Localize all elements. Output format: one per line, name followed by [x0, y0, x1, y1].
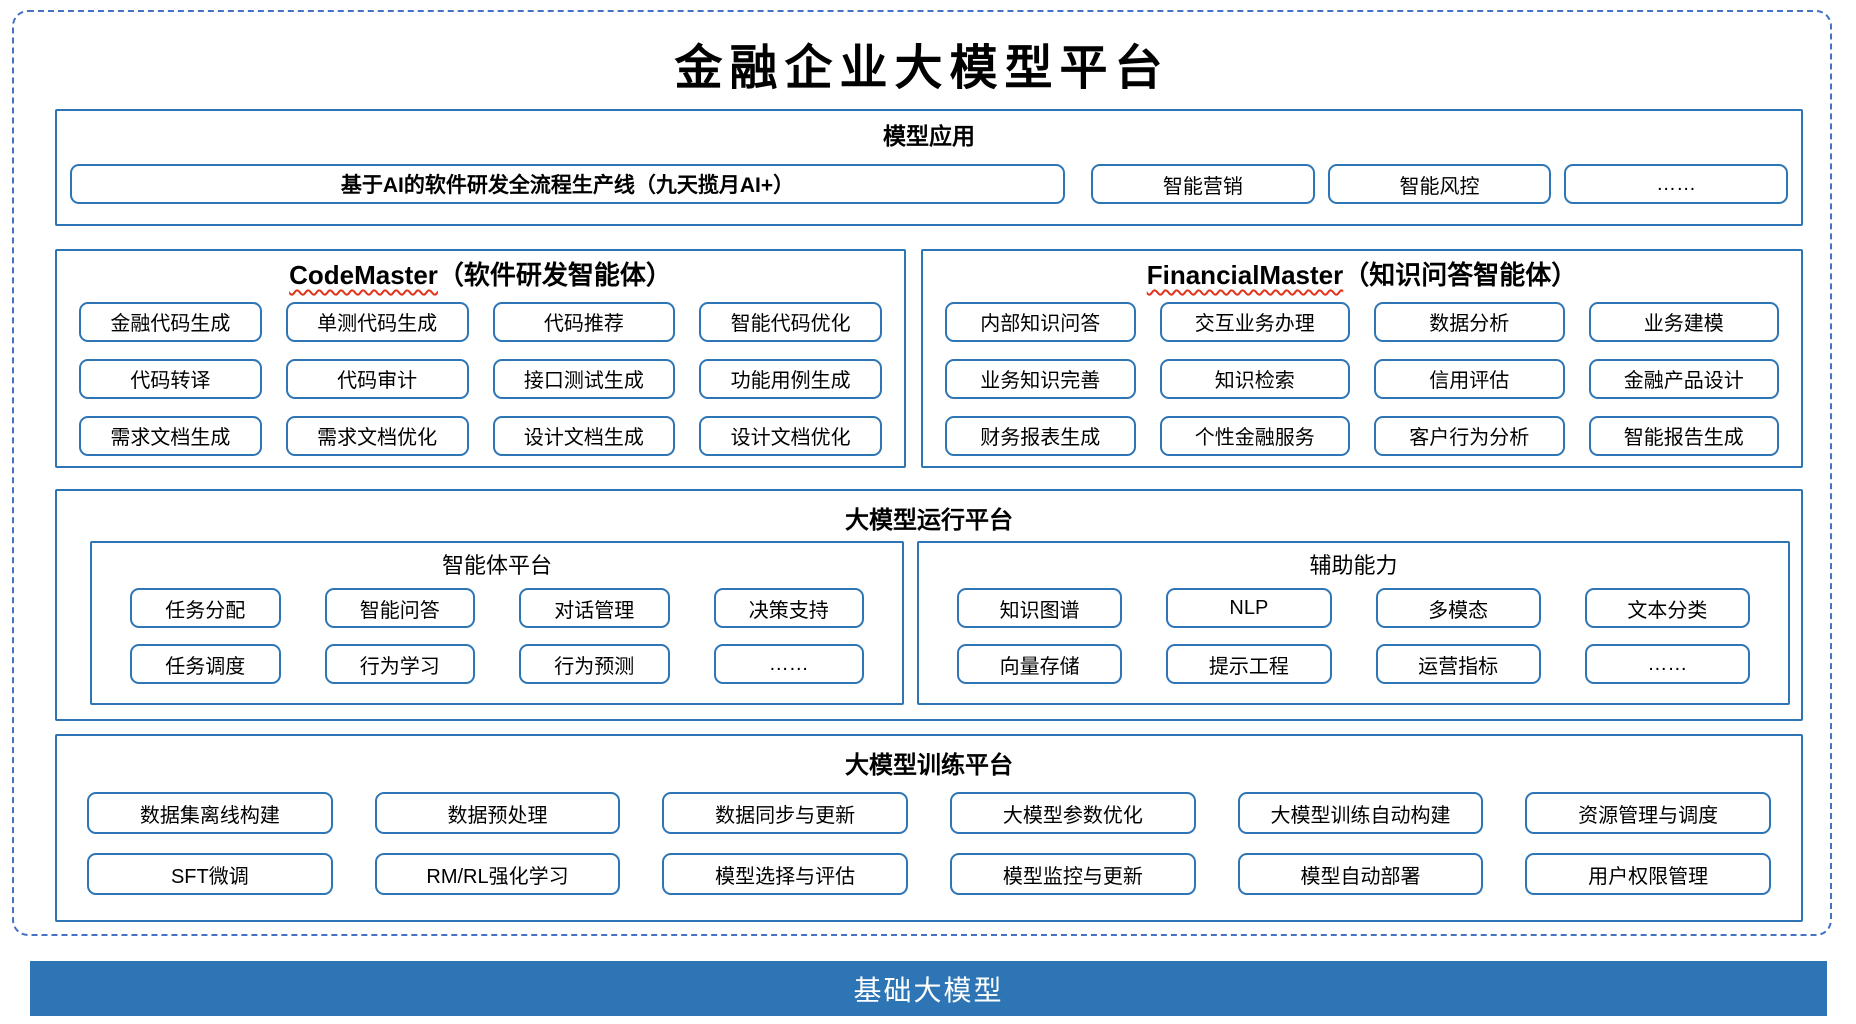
- capability-item: 行为预测: [519, 644, 670, 684]
- capability-item: 对话管理: [519, 588, 670, 628]
- aux-capability-grid: 知识图谱 NLP 多模态 文本分类 向量存储 提示工程 运营指标 ……: [919, 580, 1788, 684]
- capability-item: 模型监控与更新: [950, 853, 1196, 895]
- capability-item: 任务调度: [130, 644, 281, 684]
- capability-item: 数据同步与更新: [662, 792, 908, 834]
- capability-item: 决策支持: [713, 588, 864, 628]
- capability-item: 接口测试生成: [492, 358, 676, 399]
- page-title: 金融企业大模型平台: [674, 40, 1170, 96]
- capability-item: 代码审计: [285, 358, 469, 399]
- capability-item: 需求文档优化: [285, 415, 469, 456]
- capability-item: 金融产品设计: [1588, 358, 1779, 399]
- capability-item: RM/RL强化学习: [374, 853, 621, 895]
- aux-capability-subsection: 辅助能力 知识图谱 NLP 多模态 文本分类 向量存储 提示工程 运营指标 ……: [917, 541, 1790, 705]
- model-application-section: 模型应用 基于AI的软件研发全流程生产线（九天揽月AI+） 智能营销 智能风控 …: [55, 109, 1803, 226]
- capability-item: 文本分类: [1584, 588, 1750, 628]
- capability-item: 大模型训练自动构建: [1237, 792, 1484, 834]
- capability-item: SFT微调: [87, 853, 333, 895]
- runtime-platform-section: 大模型运行平台 智能体平台 任务分配 智能问答 对话管理 决策支持 任务调度 行…: [55, 489, 1803, 721]
- aux-capability-header: 辅助能力: [1309, 553, 1398, 578]
- codemaster-subtitle: （软件研发智能体）: [437, 260, 672, 290]
- agent-platform-header: 智能体平台: [441, 553, 552, 578]
- agent-platform-grid: 任务分配 智能问答 对话管理 决策支持 任务调度 行为学习 行为预测 ……: [92, 580, 902, 684]
- financialmaster-section: FinancialMaster（知识问答智能体） 内部知识问答 交互业务办理 数…: [921, 249, 1803, 468]
- capability-item: 信用评估: [1374, 358, 1565, 399]
- capability-item: 单测代码生成: [285, 301, 469, 342]
- capability-item: 客户行为分析: [1374, 415, 1565, 456]
- codemaster-grid: 金融代码生成 单测代码生成 代码推荐 智能代码优化 代码转译 代码审计 接口测试…: [57, 292, 904, 456]
- capability-item: 内部知识问答: [945, 301, 1136, 342]
- capability-item: 智能报告生成: [1588, 415, 1779, 456]
- base-model-label: 基础大模型: [853, 974, 1004, 1006]
- capability-item: 业务知识完善: [945, 358, 1136, 399]
- model-application-row: 基于AI的软件研发全流程生产线（九天揽月AI+） 智能营销 智能风控 ……: [57, 151, 1801, 204]
- capability-item: 设计文档生成: [492, 415, 676, 456]
- capability-item: 模型自动部署: [1237, 853, 1484, 895]
- capability-item: 个性金融服务: [1159, 415, 1350, 456]
- capability-item: 任务分配: [130, 588, 281, 628]
- capability-item: 智能代码优化: [699, 301, 882, 342]
- capability-item: 智能营销: [1091, 164, 1315, 204]
- training-platform-grid: 数据集离线构建 数据预处理 数据同步与更新 大模型参数优化 大模型训练自动构建 …: [57, 780, 1801, 895]
- capability-item: 财务报表生成: [945, 415, 1136, 456]
- capability-item: 大模型参数优化: [950, 792, 1196, 834]
- capability-item: 多模态: [1375, 588, 1541, 628]
- capability-item: NLP: [1166, 588, 1332, 628]
- capability-item: 代码转译: [79, 358, 262, 399]
- capability-item: 功能用例生成: [699, 358, 882, 399]
- capability-item-ellipsis: ……: [1564, 164, 1789, 204]
- capability-item: 提示工程: [1166, 644, 1332, 684]
- capability-item-ellipsis: ……: [1584, 644, 1750, 684]
- capability-item: 运营指标: [1375, 644, 1541, 684]
- capability-item: 设计文档优化: [699, 415, 882, 456]
- ai-pipeline-item: 基于AI的软件研发全流程生产线（九天揽月AI+）: [70, 164, 1065, 204]
- capability-item: 智能问答: [324, 588, 475, 628]
- financialmaster-header: FinancialMaster（知识问答智能体）: [923, 251, 1801, 292]
- financialmaster-grid: 内部知识问答 交互业务办理 数据分析 业务建模 业务知识完善 知识检索 信用评估…: [923, 292, 1801, 456]
- platform-frame: 金融企业大模型平台 模型应用 基于AI的软件研发全流程生产线（九天揽月AI+） …: [12, 10, 1832, 936]
- capability-item: 数据预处理: [374, 792, 621, 834]
- capability-item: 交互业务办理: [1159, 301, 1350, 342]
- capability-item-ellipsis: ……: [713, 644, 864, 684]
- capability-item: 向量存储: [957, 644, 1123, 684]
- capability-item: 数据分析: [1374, 301, 1565, 342]
- capability-item: 用户权限管理: [1525, 853, 1771, 895]
- capability-item: 数据集离线构建: [87, 792, 333, 834]
- capability-item: 需求文档生成: [79, 415, 262, 456]
- capability-item: 知识检索: [1159, 358, 1350, 399]
- capability-item: 金融代码生成: [79, 301, 262, 342]
- capability-item: 代码推荐: [492, 301, 676, 342]
- financialmaster-subtitle: （知识问答智能体）: [1343, 260, 1578, 290]
- base-model-bar: 基础大模型: [30, 961, 1827, 1016]
- financialmaster-name: FinancialMaster: [1146, 260, 1344, 290]
- model-application-header: 模型应用: [883, 123, 975, 149]
- capability-item: 行为学习: [324, 644, 475, 684]
- capability-item: 智能风控: [1327, 164, 1552, 204]
- training-platform-section: 大模型训练平台 数据集离线构建 数据预处理 数据同步与更新 大模型参数优化 大模…: [55, 734, 1803, 922]
- runtime-platform-header: 大模型运行平台: [845, 507, 1013, 534]
- agent-platform-subsection: 智能体平台 任务分配 智能问答 对话管理 决策支持 任务调度 行为学习 行为预测…: [90, 541, 904, 705]
- codemaster-section: CodeMaster（软件研发智能体） 金融代码生成 单测代码生成 代码推荐 智…: [55, 249, 906, 468]
- capability-item: 业务建模: [1588, 301, 1779, 342]
- codemaster-header: CodeMaster（软件研发智能体）: [57, 251, 904, 292]
- training-platform-header: 大模型训练平台: [845, 752, 1013, 779]
- capability-item: 资源管理与调度: [1525, 792, 1771, 834]
- capability-item: 模型选择与评估: [662, 853, 908, 895]
- codemaster-name: CodeMaster: [289, 260, 438, 290]
- capability-item: 知识图谱: [957, 588, 1123, 628]
